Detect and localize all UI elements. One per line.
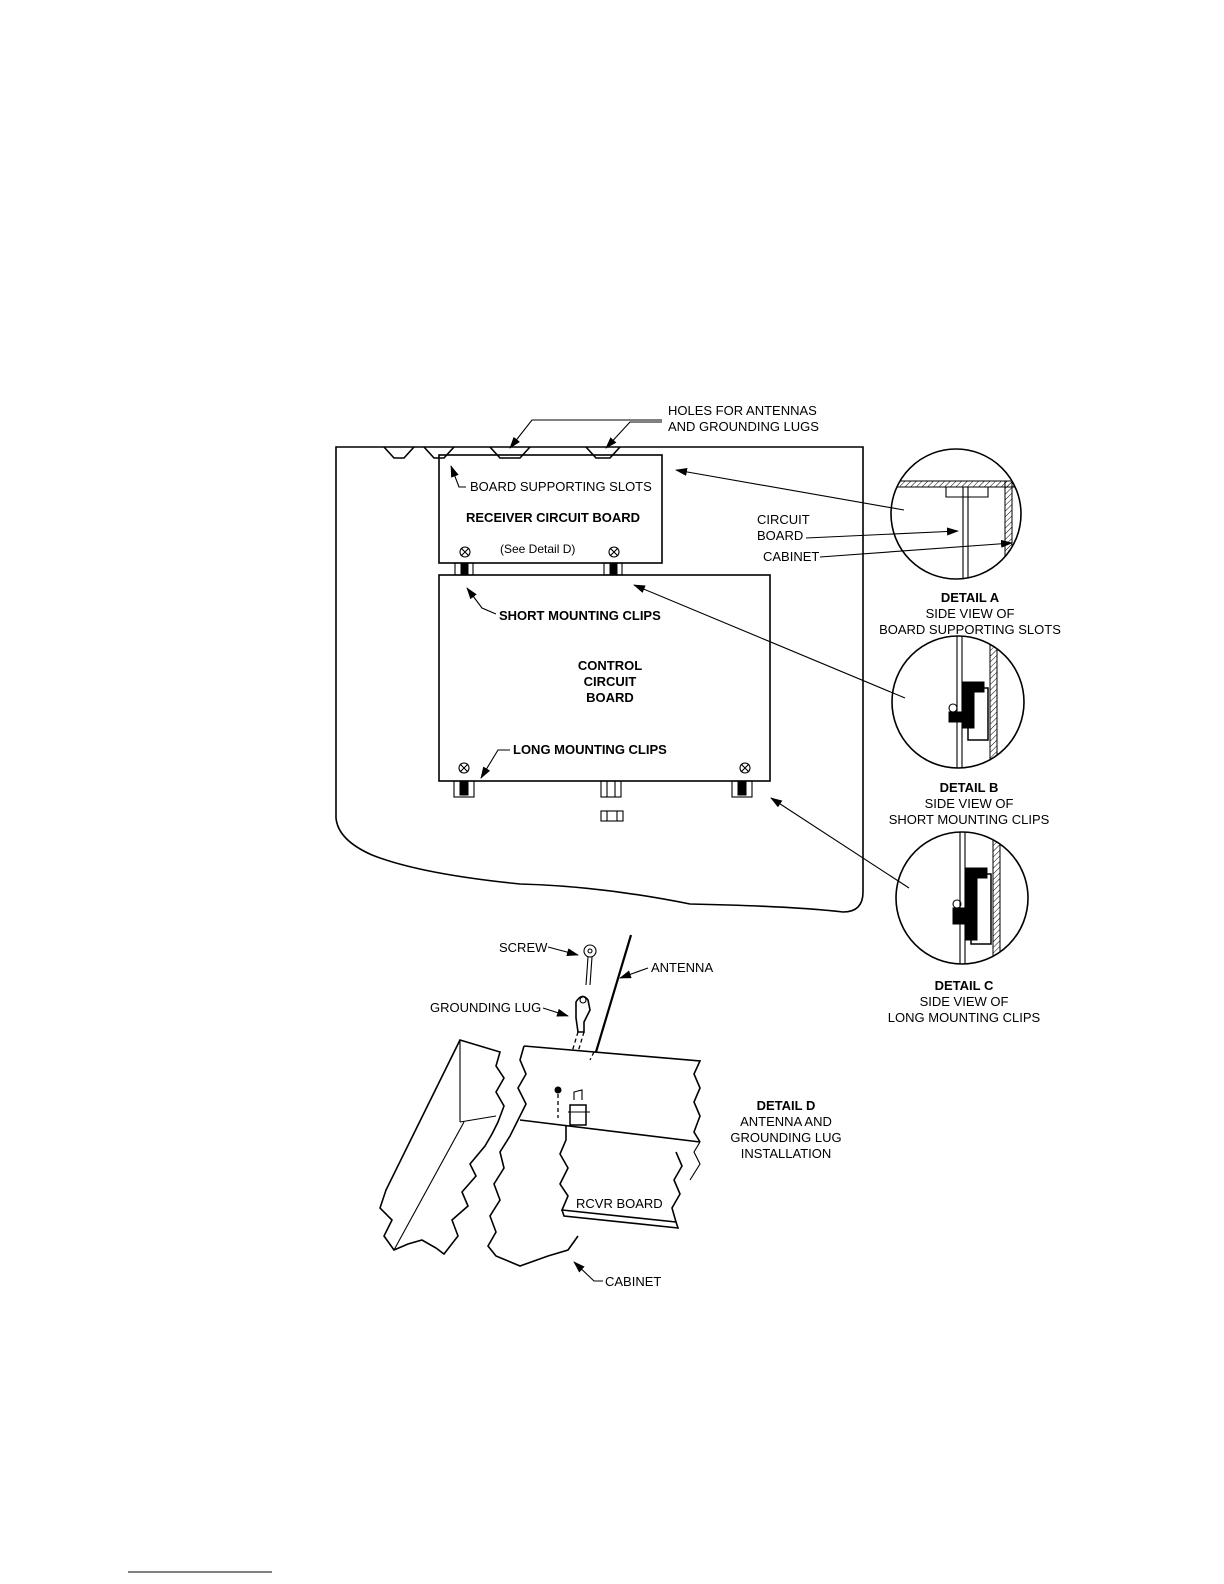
- long-mounting-clip: [600, 780, 622, 798]
- cabinet-bottom-label: CABINET: [605, 1274, 661, 1289]
- detail-b-circle: [891, 635, 1025, 769]
- screw-icon: [459, 546, 471, 558]
- detail-d-drawing: [379, 934, 702, 1267]
- short-mounting-clip: [454, 562, 474, 576]
- holes-label-line2: AND GROUNDING LUGS: [668, 419, 819, 434]
- detail-d-line1: ANTENNA AND: [740, 1114, 832, 1129]
- detail-c-line2: LONG MOUNTING CLIPS: [888, 1010, 1041, 1025]
- antenna-label: ANTENNA: [651, 960, 713, 975]
- screw-icon: [458, 762, 470, 774]
- spare-clip: [600, 810, 624, 822]
- detail-a-line2: BOARD SUPPORTING SLOTS: [879, 622, 1061, 637]
- board-supporting-slots-label: BOARD SUPPORTING SLOTS: [470, 479, 652, 494]
- receiver-circuit-board: [438, 454, 663, 576]
- detail-d-line2: GROUNDING LUG: [730, 1130, 841, 1145]
- receiver-board-label: RECEIVER CIRCUIT BOARD: [466, 510, 640, 525]
- detail-b-line1: SIDE VIEW OF: [925, 796, 1014, 811]
- detail-a-line1: SIDE VIEW OF: [926, 606, 1015, 621]
- detail-d-line3: INSTALLATION: [741, 1146, 832, 1161]
- screw-label: SCREW: [499, 940, 548, 955]
- detail-b-line2: SHORT MOUNTING CLIPS: [889, 812, 1050, 827]
- control-circuit-board: [438, 574, 771, 822]
- circuit-board-label-line2: BOARD: [757, 528, 803, 543]
- long-mounting-clip: [731, 780, 753, 798]
- control-label-line1: CONTROL: [578, 658, 642, 673]
- cabinet-label: CABINET: [763, 549, 819, 564]
- detail-c-circle: [895, 831, 1029, 965]
- long-mounting-clip: [453, 780, 475, 798]
- long-clips-label: LONG MOUNTING CLIPS: [513, 742, 667, 757]
- detail-d-title: DETAIL D: [757, 1098, 816, 1113]
- holes-label-line1: HOLES FOR ANTENNAS: [668, 403, 817, 418]
- detail-c-title: DETAIL C: [935, 978, 994, 993]
- control-label-line2: CIRCUIT: [584, 674, 637, 689]
- control-label-line3: BOARD: [586, 690, 634, 705]
- see-detail-d-label: (See Detail D): [500, 542, 575, 556]
- short-clips-label: SHORT MOUNTING CLIPS: [499, 608, 661, 623]
- short-mounting-clip: [603, 562, 623, 576]
- detail-b-title: DETAIL B: [940, 780, 999, 795]
- detail-a-circle: [890, 448, 1022, 580]
- screw-icon: [608, 546, 620, 558]
- circuit-board-label-line1: CIRCUIT: [757, 512, 810, 527]
- rcvr-board-label: RCVR BOARD: [576, 1196, 663, 1211]
- detail-a-title: DETAIL A: [941, 590, 1000, 605]
- detail-c-line1: SIDE VIEW OF: [920, 994, 1009, 1009]
- screw-icon: [739, 762, 751, 774]
- screw-icon: [583, 944, 597, 986]
- grounding-lug-label: GROUNDING LUG: [430, 1000, 541, 1015]
